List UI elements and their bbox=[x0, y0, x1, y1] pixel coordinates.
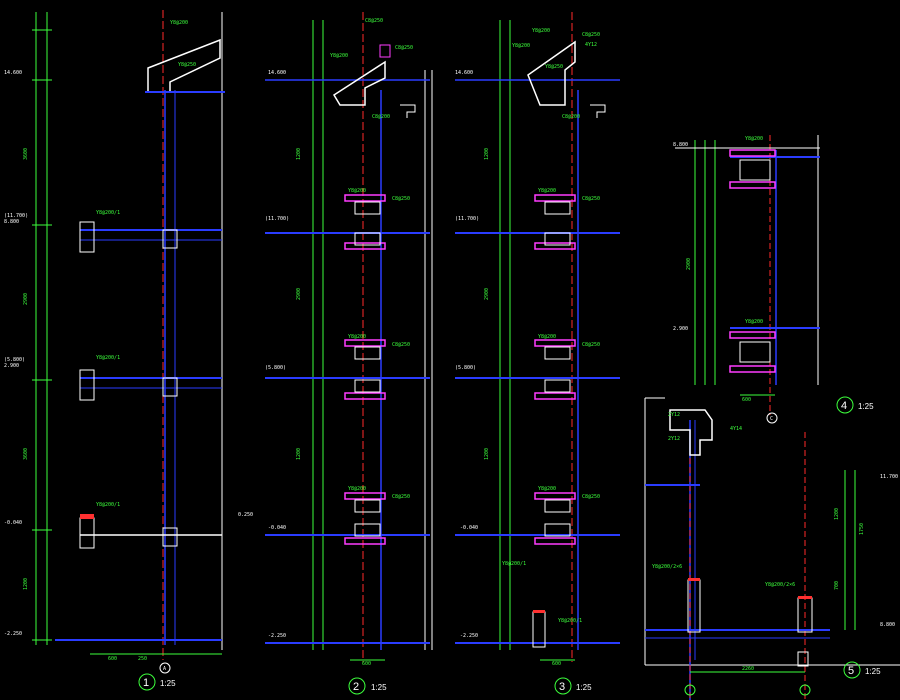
section-detail-1: 3600 2900 3600 1200 14.600 (11.700) 8.80… bbox=[4, 10, 253, 691]
elev-mid1-2: (11.700) bbox=[265, 216, 289, 222]
callout-4a: Y8@200 bbox=[745, 136, 763, 142]
elev-bottom-4: 2.900 bbox=[673, 326, 688, 332]
dim-1200-3: 1200 bbox=[484, 148, 490, 160]
elev-top-1: 14.600 bbox=[4, 70, 22, 76]
dim-2900-4: 2900 bbox=[686, 258, 692, 270]
callout-3e: Y8@250 bbox=[545, 64, 563, 70]
section-detail-2: 14.600 (11.700) (5.800) -0.040 -2.250 29… bbox=[265, 12, 430, 695]
dim-3600-b: 3600 bbox=[23, 448, 29, 460]
callout-2g: Y8@200 bbox=[348, 334, 366, 340]
dim-2900-a: 2900 bbox=[23, 293, 29, 305]
callout-2e: Y8@200 bbox=[348, 188, 366, 194]
dim-250-1: 250 bbox=[138, 656, 147, 662]
callout-3f: C8@200 bbox=[562, 114, 580, 120]
callout-3g: Y8@200 bbox=[538, 188, 556, 194]
detail-3-number: 3 bbox=[559, 681, 565, 693]
callout-3a: Y8@200 bbox=[532, 28, 550, 34]
dim-3600-a: 3600 bbox=[23, 148, 29, 160]
grid-C: C bbox=[770, 416, 773, 422]
dim-2900-3: 2900 bbox=[484, 288, 490, 300]
dim-1200-2b: 1200 bbox=[296, 448, 302, 460]
elev-top-5: 11.700 bbox=[880, 474, 898, 480]
dim-1200-a: 1200 bbox=[23, 578, 29, 590]
callout-3n: Y8@200/1 bbox=[558, 618, 582, 624]
elev-bottom-3: -2.250 bbox=[460, 633, 478, 639]
dim-2900-2: 2900 bbox=[296, 288, 302, 300]
callout-3i: Y8@200 bbox=[538, 334, 556, 340]
elev-base-1: -0.040 bbox=[4, 520, 22, 526]
callout-3c: C8@250 bbox=[582, 32, 600, 38]
callout-2f: C8@250 bbox=[392, 196, 410, 202]
elev-top-2: 14.600 bbox=[268, 70, 286, 76]
elev-top-3: 14.600 bbox=[455, 70, 473, 76]
dim-700-5: 700 bbox=[834, 581, 840, 590]
callout-3m: Y8@200/1 bbox=[502, 561, 526, 567]
section-detail-5: 1750 1200 700 11.700 8.800 Y8@200/2×6 Y8… bbox=[644, 397, 900, 700]
dim-1750-5: 1750 bbox=[859, 523, 865, 535]
section-detail-3: 14.600 (11.700) (5.800) -0.040 -2.250 29… bbox=[431, 12, 620, 695]
elev-bottom-1: -2.250 bbox=[4, 631, 22, 637]
detail-2-scale: 1:25 bbox=[371, 683, 387, 692]
detail-4-scale: 1:25 bbox=[858, 402, 874, 411]
elev-mid2-1: (5.800) bbox=[4, 357, 25, 363]
callout-1d: Y8@200/1 bbox=[96, 355, 120, 361]
detail-1-scale: 1:25 bbox=[160, 679, 176, 688]
callout-3l: C8@250 bbox=[582, 494, 600, 500]
detail-3-scale: 1:25 bbox=[576, 683, 592, 692]
dim-600-3: 600 bbox=[552, 661, 561, 667]
callout-1b: Y8@250 bbox=[178, 62, 196, 68]
elev-bottom-2: -2.250 bbox=[268, 633, 286, 639]
callout-5c: 2Y12 bbox=[668, 412, 680, 418]
detail-1-number: 1 bbox=[143, 677, 149, 689]
elev-mid1b-1: 8.800 bbox=[4, 219, 19, 225]
dim-600-4: 600 bbox=[742, 397, 751, 403]
detail-2-number: 2 bbox=[353, 681, 359, 693]
grid-A: A bbox=[163, 666, 166, 672]
callout-3b: Y8@200 bbox=[512, 43, 530, 49]
callout-2h: C8@250 bbox=[392, 342, 410, 348]
callout-2j: C8@250 bbox=[392, 494, 410, 500]
elev-mid1-3: (11.700) bbox=[455, 216, 479, 222]
elev-bottom-5: 8.800 bbox=[880, 622, 895, 628]
dim-1200-5: 1200 bbox=[834, 508, 840, 520]
callout-2a: C8@250 bbox=[365, 18, 383, 24]
dim-1200-3b: 1200 bbox=[484, 448, 490, 460]
section-detail-4: 2900 Y8@200 Y8@200 8.800 2.900 600 C 4 1… bbox=[673, 135, 874, 424]
detail-5-scale: 1:25 bbox=[865, 667, 881, 676]
dim-2260-5: 2260 bbox=[742, 666, 754, 672]
callout-2d: C8@200 bbox=[372, 114, 390, 120]
elev-mid2-3: (5.800) bbox=[455, 365, 476, 371]
callout-3d: 4Y12 bbox=[585, 42, 597, 48]
callout-1c: Y8@200/1 bbox=[96, 210, 120, 216]
callout-3j: C8@250 bbox=[582, 342, 600, 348]
callout-2b: Y8@200 bbox=[330, 53, 348, 59]
dim-600-1: 600 bbox=[108, 656, 117, 662]
elev-right-1: 0.250 bbox=[238, 512, 253, 518]
callout-1e: Y8@200/1 bbox=[96, 502, 120, 508]
dim-600-2: 600 bbox=[362, 661, 371, 667]
callout-5e: 4Y14 bbox=[730, 426, 742, 432]
elev-top-4: 8.800 bbox=[673, 142, 688, 148]
callout-5d: 2Y12 bbox=[668, 436, 680, 442]
dim-1200-2: 1200 bbox=[296, 148, 302, 160]
elev-mid2b-1: 2.900 bbox=[4, 363, 19, 369]
callout-2c: C8@250 bbox=[395, 45, 413, 51]
elev-base-3: -0.040 bbox=[460, 525, 478, 531]
elev-base-2: -0.040 bbox=[268, 525, 286, 531]
callout-1a: Y8@200 bbox=[170, 20, 188, 26]
callout-5a: Y8@200/2×6 bbox=[652, 564, 682, 570]
callout-2i: Y8@200 bbox=[348, 486, 366, 492]
detail-5-number: 5 bbox=[848, 665, 854, 677]
callout-5b: Y8@200/2×6 bbox=[765, 582, 795, 588]
callout-3k: Y8@200 bbox=[538, 486, 556, 492]
callout-3h: C8@250 bbox=[582, 196, 600, 202]
elev-mid1-1: (11.700) bbox=[4, 213, 28, 219]
elev-mid2-2: (5.800) bbox=[265, 365, 286, 371]
callout-4b: Y8@200 bbox=[745, 319, 763, 325]
detail-4-number: 4 bbox=[841, 400, 847, 412]
